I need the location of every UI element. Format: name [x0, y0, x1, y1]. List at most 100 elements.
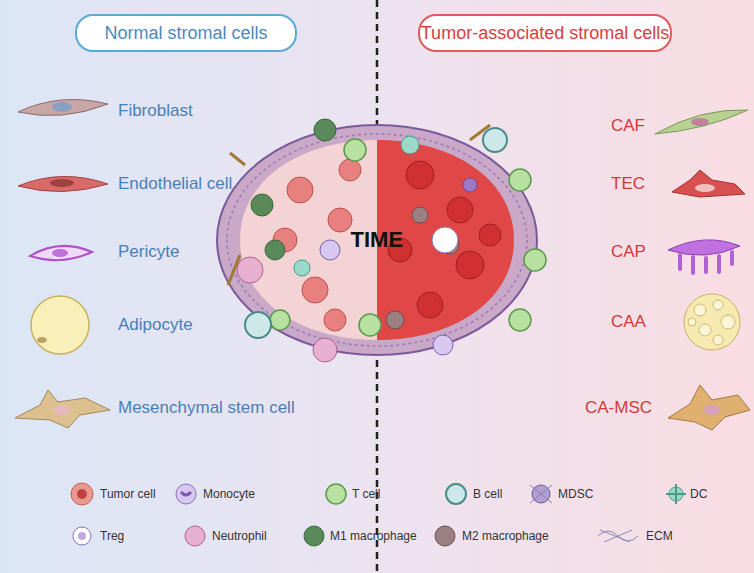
legend-icons: [304, 526, 324, 546]
cap-icon: [668, 240, 740, 255]
legend-text: Monocyte: [203, 487, 255, 501]
header-text: Tumor-associated stromal cells: [421, 23, 669, 44]
tumor-microenvironment: [265, 240, 285, 260]
legend-icons: [176, 484, 196, 504]
caa-icon: [688, 318, 696, 326]
center-label: TIME: [351, 227, 404, 253]
tumor-microenvironment: [463, 178, 477, 192]
tumor-microenvironment: [401, 136, 419, 154]
tec-icon: [672, 170, 745, 197]
tumor-microenvironment: [432, 227, 458, 253]
tumor-microenvironment: [313, 338, 337, 362]
legend-text: ECM: [646, 529, 673, 543]
adipocyte-icon: [31, 296, 89, 354]
legend-icons: [446, 484, 466, 504]
caa-icon: [713, 300, 723, 310]
caf-icon: [655, 110, 748, 134]
tumor-microenvironment: [509, 309, 531, 331]
caf-icon: [655, 110, 748, 134]
tumor-microenvironment: [388, 161, 501, 318]
legend-icons: [326, 484, 346, 504]
tumor-microenvironment: [386, 311, 404, 329]
tumor-microenvironment: [524, 249, 546, 271]
cell-label: Fibroblast: [118, 101, 193, 121]
ca-msc-icon: [668, 385, 750, 430]
tumor-microenvironment: [270, 139, 546, 336]
tumor-microenvironment: [433, 335, 453, 355]
tec-icon: [672, 170, 745, 197]
tumor-microenvironment: [302, 277, 328, 303]
tumor-microenvironment: [463, 178, 477, 192]
fibroblast-icon: [18, 100, 108, 116]
fibroblast-icon: [52, 102, 72, 112]
tumor-microenvironment: [217, 125, 537, 355]
caa-icon: [713, 335, 723, 345]
tumor-microenvironment: [339, 159, 361, 181]
legend-text: MDSC: [558, 487, 593, 501]
tumor-microenvironment: [314, 119, 336, 141]
pericyte-icon: [30, 246, 92, 260]
header-text: Normal stromal cells: [104, 23, 267, 44]
endothelial-icon: [50, 179, 74, 187]
legend-text: M2 macrophage: [462, 529, 549, 543]
tumor-microenvironment: [406, 161, 434, 189]
tumor-microenvironment: [447, 197, 473, 223]
adipocyte-icon: [31, 296, 89, 354]
tumor-microenvironment: [270, 310, 290, 330]
tumor-microenvironment: [320, 240, 453, 355]
adipocyte-icon: [37, 337, 47, 343]
tumor-microenvironment: [251, 119, 336, 260]
msc-icon: [54, 405, 70, 415]
legend-icons: [185, 526, 205, 546]
tumor-microenvironment: [456, 251, 484, 279]
legend-icons: [73, 527, 91, 545]
legend-text: B cell: [473, 487, 502, 501]
fibroblast-icon: [18, 100, 108, 116]
legend-text: Tumor cell: [100, 487, 156, 501]
cell-label: Mesenchymal stem cell: [118, 398, 295, 418]
legend-icons: [435, 526, 455, 546]
legend-icons: [71, 483, 93, 505]
cell-label: TEC: [611, 174, 645, 194]
caa-icon: [684, 294, 740, 350]
tumor-microenvironment: [294, 260, 310, 276]
tumor-microenvironment: [237, 257, 337, 362]
cell-label: Adipocyte: [118, 315, 193, 335]
tumor-microenvironment: [227, 134, 527, 346]
tumor-microenvironment: [217, 119, 546, 362]
tumor-microenvironment: [294, 136, 419, 276]
cell-label: Endothelial cell: [118, 174, 232, 194]
caa-icon: [688, 300, 735, 345]
caa-icon: [721, 315, 735, 329]
legend-icons: [78, 532, 86, 540]
ca-msc-icon: [704, 405, 720, 415]
tumor-microenvironment: [417, 292, 443, 318]
tumor-microenvironment: [432, 227, 458, 253]
caf-icon: [691, 118, 709, 126]
tumor-microenvironment: [228, 125, 490, 285]
tumor-microenvironment: [228, 125, 490, 285]
tumor-microenvironment: [509, 169, 531, 191]
tumor-microenvironment: [251, 194, 273, 216]
legend-icons: [666, 484, 686, 504]
tumor-microenvironment: [479, 224, 501, 246]
legend-icons: [598, 530, 638, 542]
msc-icon: [15, 390, 110, 428]
legend-text: DC: [690, 487, 707, 501]
caa-icon: [694, 304, 706, 316]
cell-label: CAP: [611, 242, 646, 262]
tumor-microenvironment: [359, 314, 381, 336]
cell-label: Pericyte: [118, 242, 179, 262]
ca-msc-icon: [668, 385, 750, 430]
legend-text: M1 macrophage: [330, 529, 417, 543]
tumor-microenvironment: [324, 309, 346, 331]
caa-icon: [684, 294, 740, 350]
cell-label: CA-MSC: [585, 398, 652, 418]
endothelial-icon: [18, 176, 108, 191]
header-pill: Tumor-associated stromal cells: [418, 14, 672, 52]
pericyte-icon: [30, 246, 92, 260]
tumor-microenvironment: [237, 257, 263, 283]
tumor-microenvironment: [328, 208, 352, 232]
